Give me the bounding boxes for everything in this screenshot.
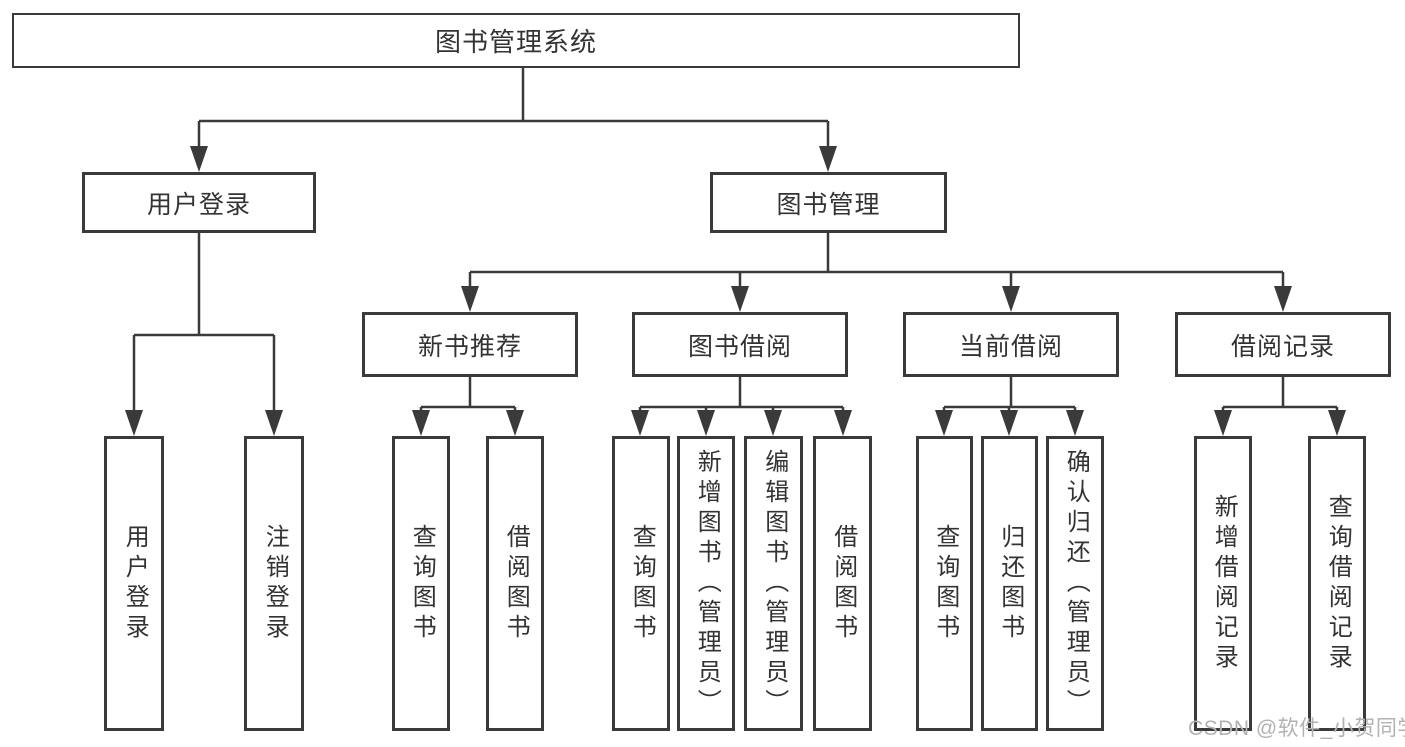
stem-user-branch <box>132 233 276 414</box>
node-label: 查询借阅记录 <box>1324 493 1352 674</box>
arrowhead <box>935 410 953 436</box>
arrowhead <box>631 410 649 436</box>
node-label: 图书管理 <box>776 190 881 219</box>
node-label: 查询图书 <box>628 523 656 644</box>
node-label: 查询图书 <box>408 523 436 644</box>
arrowhead <box>412 410 430 436</box>
node-label: 新书推荐 <box>417 332 522 361</box>
node-user-login: 用户登录 <box>82 172 316 233</box>
stem-borrow-branch <box>638 377 845 414</box>
arrowhead <box>731 286 749 312</box>
leaf-user-login: 用户登录 <box>104 436 164 731</box>
arrowhead <box>764 410 782 436</box>
connector-stems <box>132 68 1339 414</box>
leaf-current-return-books: 归还图书 <box>981 436 1038 731</box>
leaf-borrow-edit-book-admin: 编辑图书（管理员） <box>744 436 803 731</box>
node-book-management: 图书管理 <box>710 172 947 233</box>
node-label: 借阅图书 <box>829 523 857 644</box>
leaf-logout: 注销登录 <box>244 436 304 731</box>
node-root: 图书管理系统 <box>12 13 1020 68</box>
node-label: 编辑图书（管理员） <box>760 448 788 719</box>
node-label: 借阅图书 <box>502 523 530 644</box>
node-borrow-records: 借阅记录 <box>1175 312 1391 377</box>
node-label: 确认归还（管理员） <box>1062 448 1090 719</box>
stem-recommend-branch <box>419 377 517 414</box>
leaf-recommend-query-books: 查询图书 <box>392 436 450 731</box>
csdn-watermark: CSDN @软件_小贺同学 <box>1188 717 1405 740</box>
leaf-records-add-record: 新增借阅记录 <box>1194 436 1252 731</box>
leaf-borrow-add-book-admin: 新增图书（管理员） <box>677 436 735 731</box>
arrowheads <box>125 146 1346 436</box>
arrowhead <box>834 410 852 436</box>
arrowhead <box>1066 410 1084 436</box>
arrowhead <box>125 410 143 436</box>
leaf-records-query-record: 查询借阅记录 <box>1308 436 1366 731</box>
node-label: 借阅记录 <box>1230 332 1335 361</box>
leaf-current-query-books: 查询图书 <box>916 436 973 731</box>
stem-root-to-level2 <box>197 68 830 150</box>
node-book-borrow: 图书借阅 <box>632 312 848 377</box>
arrowhead <box>506 410 524 436</box>
node-label: 注销登录 <box>261 523 289 644</box>
node-current-borrow: 当前借阅 <box>903 312 1119 377</box>
node-new-book-recommend: 新书推荐 <box>362 312 578 377</box>
arrowhead <box>819 146 837 172</box>
node-label: 用户登录 <box>121 523 149 644</box>
node-label: 图书管理系统 <box>434 27 597 57</box>
arrowhead <box>1328 410 1346 436</box>
node-label: 查询图书 <box>931 523 959 644</box>
leaf-borrow-query-books: 查询图书 <box>612 436 670 731</box>
stem-mgmt-branch <box>468 233 1285 290</box>
arrowhead <box>697 410 715 436</box>
arrowhead <box>1002 286 1020 312</box>
arrowhead <box>190 146 208 172</box>
arrowhead <box>1214 410 1232 436</box>
node-label: 用户登录 <box>146 190 251 219</box>
stem-current-branch <box>942 377 1077 414</box>
leaf-recommend-borrow-books: 借阅图书 <box>486 436 544 731</box>
node-label: 图书借阅 <box>687 332 792 361</box>
arrowhead <box>461 286 479 312</box>
node-label: 新增图书（管理员） <box>693 448 721 719</box>
arrowhead <box>1274 286 1292 312</box>
stem-records-branch <box>1221 377 1339 414</box>
node-label: 当前借阅 <box>958 332 1063 361</box>
leaf-current-confirm-return-admin: 确认归还（管理员） <box>1046 436 1104 731</box>
arrowhead <box>265 410 283 436</box>
node-label: 归还图书 <box>996 523 1024 644</box>
leaf-borrow-borrow-books: 借阅图书 <box>813 436 872 731</box>
node-label: 新增借阅记录 <box>1210 493 1238 674</box>
arrowhead <box>1000 410 1018 436</box>
